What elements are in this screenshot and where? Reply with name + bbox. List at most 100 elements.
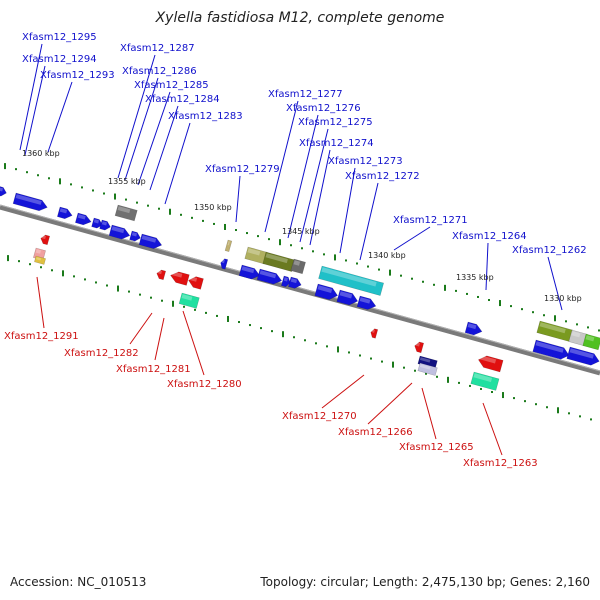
tick-mark xyxy=(499,300,501,307)
position-label: 1340 kbp xyxy=(368,251,406,260)
tick-mark xyxy=(290,244,292,247)
tick-mark xyxy=(37,174,39,177)
reverse-gene-feature xyxy=(178,292,200,309)
tick-mark xyxy=(524,400,526,403)
tick-mark xyxy=(114,193,116,200)
reverse-connector xyxy=(482,402,503,456)
position-label: 1345 kbp xyxy=(282,227,320,236)
forward-gene-feature xyxy=(356,295,377,310)
tick-mark xyxy=(139,293,141,296)
forward-gene-feature xyxy=(314,283,338,300)
reverse-connector xyxy=(367,382,413,425)
forward-connector xyxy=(299,128,329,243)
position-label: 1335 kbp xyxy=(456,273,494,282)
tick-mark xyxy=(70,183,72,186)
forward-gene-feature xyxy=(138,233,163,249)
tick-mark xyxy=(356,262,358,265)
forward-connector xyxy=(47,81,73,153)
reverse-gene-feature xyxy=(414,341,425,354)
genome-backbone xyxy=(0,204,600,376)
tick-mark xyxy=(370,357,372,360)
tick-mark xyxy=(359,354,361,357)
forward-gene-feature xyxy=(238,264,261,280)
tick-mark xyxy=(510,305,512,308)
forward-gene-label: Xfasm12_1283 xyxy=(168,111,243,122)
tick-mark xyxy=(51,269,53,272)
tick-mark xyxy=(26,171,28,174)
forward-gene-label: Xfasm12_1295 xyxy=(22,32,97,43)
reverse-gene-label: Xfasm12_1265 xyxy=(399,442,474,453)
tick-mark xyxy=(268,238,270,241)
reverse-connector xyxy=(154,317,165,361)
forward-gene-feature xyxy=(220,258,229,270)
tick-mark xyxy=(169,208,171,215)
reverse-gene-feature xyxy=(34,255,46,265)
map-title: Xylella fastidiosa M12, complete genome xyxy=(155,10,445,26)
forward-gene-feature xyxy=(12,192,48,212)
forward-gene-label: Xfasm12_1273 xyxy=(328,156,403,167)
forward-gene-label: Xfasm12_1262 xyxy=(512,245,587,256)
tick-mark xyxy=(477,295,479,298)
tick-mark xyxy=(392,361,394,368)
tick-mark xyxy=(246,232,248,235)
tick-mark xyxy=(400,274,402,277)
tick-mark xyxy=(546,406,548,409)
forward-gene-feature xyxy=(536,320,574,342)
forward-gene-feature xyxy=(75,212,92,226)
position-label: 1355 kbp xyxy=(108,177,146,186)
reverse-gene-feature xyxy=(470,371,500,391)
tick-mark xyxy=(304,339,306,342)
reverse-connector xyxy=(321,374,365,409)
tick-mark xyxy=(180,213,182,216)
forward-gene-label: Xfasm12_1275 xyxy=(298,117,373,128)
forward-gene-feature xyxy=(290,258,306,275)
forward-gene-feature xyxy=(281,275,291,288)
accession-text: Accession: NC_010513 xyxy=(10,575,147,589)
tick-mark xyxy=(194,308,196,311)
forward-connector xyxy=(235,175,241,223)
reverse-gene-feature xyxy=(370,328,379,339)
forward-gene-label: Xfasm12_1274 xyxy=(299,138,374,149)
tick-mark xyxy=(326,345,328,348)
tick-mark xyxy=(455,289,457,292)
tick-mark xyxy=(202,219,204,222)
tick-mark xyxy=(62,270,64,277)
reverse-connector xyxy=(129,312,153,345)
tick-mark xyxy=(469,384,471,387)
reverse-connector xyxy=(182,310,205,376)
tick-mark xyxy=(433,283,435,286)
forward-gene-feature xyxy=(57,206,73,219)
tick-mark xyxy=(488,299,490,302)
tick-mark xyxy=(422,280,424,283)
reverse-gene-feature xyxy=(170,271,190,286)
tick-mark xyxy=(238,321,240,324)
forward-gene-label: Xfasm12_1276 xyxy=(286,103,361,114)
tick-mark xyxy=(106,284,108,287)
forward-gene-feature xyxy=(336,289,359,306)
forward-gene-label: Xfasm12_1285 xyxy=(134,80,209,91)
tick-mark xyxy=(590,418,592,421)
forward-connector xyxy=(164,122,191,205)
tick-mark xyxy=(103,192,105,195)
tick-mark xyxy=(444,284,446,291)
tick-mark xyxy=(158,207,160,210)
gene-features xyxy=(0,185,600,391)
forward-gene-feature xyxy=(582,333,600,351)
tick-mark xyxy=(136,201,138,204)
forward-gene-label: Xfasm12_1286 xyxy=(122,66,197,77)
reverse-gene-label: Xfasm12_1263 xyxy=(463,458,538,469)
reverse-gene-label: Xfasm12_1282 xyxy=(64,348,139,359)
forward-gene-feature xyxy=(114,204,138,222)
tick-mark xyxy=(48,177,50,180)
tick-mark xyxy=(532,311,534,314)
tick-mark xyxy=(125,198,127,201)
genome-summary-text: Topology: circular; Length: 2,475,130 bp… xyxy=(260,575,590,589)
forward-gene-label: Xfasm12_1271 xyxy=(393,215,468,226)
upper-tick-track xyxy=(4,163,600,332)
tick-mark xyxy=(598,329,600,332)
tick-mark xyxy=(59,178,61,185)
forward-connector xyxy=(309,149,331,246)
forward-connector xyxy=(19,43,43,151)
